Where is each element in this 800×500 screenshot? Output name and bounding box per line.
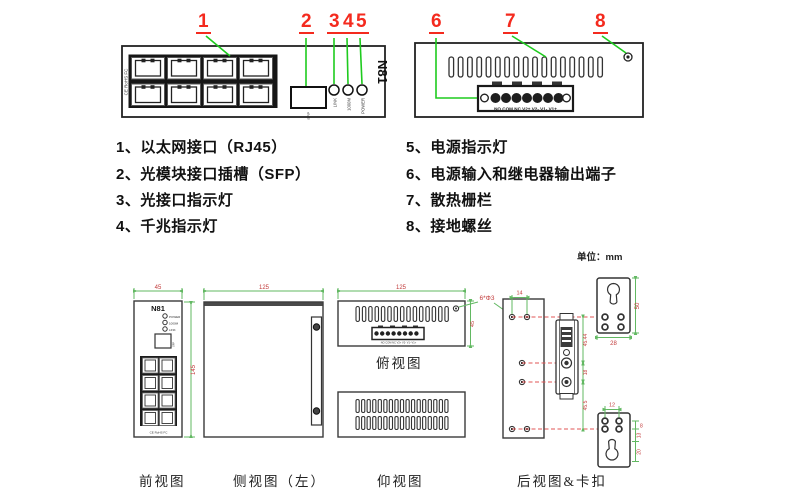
tv-vents [355,305,449,323]
sfp-slot [290,86,327,109]
ground-screw [623,52,633,62]
sfp-label: SFP [306,112,311,120]
model-label: N81 [375,60,390,84]
terminal-label: NO COM NC V2+ V2- V1- V1+ [494,107,557,112]
legend-item-5: 5、电源指示灯 [406,139,508,156]
fv-power-label: POWER [169,315,181,319]
front-view-label: 前视图 [139,474,186,489]
legend-item-2: 2、光模块接口插槽（SFP） [116,166,311,183]
link-led [328,84,340,96]
gigabit-led-label: 1000M [347,97,352,110]
fv-sfp-slot [154,333,172,349]
fv-link-label: LINK [169,328,176,332]
power-led [356,84,368,96]
din-clip-drawing [555,313,579,400]
plate-top-width-dim: 28 [610,341,617,347]
terminal-block: NO COM NC V2+ V2- V1- V1+ [476,81,575,113]
front-view-model: N81 [151,304,165,313]
rear-span-dim: 14 [516,291,522,297]
legend-item-7: 7、散热栅栏 [406,192,493,209]
front-panel-drawing: CE RoHS FC SFP LINK 1000M POWER N81 [121,45,390,120]
mounting-plate-top: 50 28 [595,276,641,347]
callout-2: 2 [299,11,314,34]
rear-mech-view-drawing: 14 [502,276,643,468]
top-depth-dim: 45 [470,321,476,327]
unit-label: 单位：mm [577,252,623,263]
hole-note: 6*Φ3 [480,295,495,302]
callout-3: 3 [327,11,342,34]
rear-dim-a: 45.44 [583,334,589,347]
bottom-view-label: 仰视图 [377,474,424,489]
mounting-plate-bottom: 12 8 13 20 [597,403,643,468]
callout-1: 1 [196,11,211,34]
fv-cert-text: CE RoHS FC [150,431,169,435]
callout-8: 8 [593,11,608,34]
heat-vents [448,56,604,78]
front-height-dim: 145 [191,364,197,375]
bottom-view-drawing [337,391,466,438]
link-led-label: LINK [333,98,338,108]
callout-5: 5 [354,11,369,34]
plate-bottom-width-dim: 12 [609,403,615,409]
legend-item-1: 1、以太网接口（RJ45） [116,139,287,156]
fv-sfp-label: SFP [172,342,176,347]
gigabit-led [342,84,354,96]
front-view-drawing: 45 145 N81 POWER 1000M LINK SFP CE RoHS … [133,285,197,438]
rear-panel-drawing: NO COM NC V2+ V2- V1- V1+ [414,42,644,118]
legend-item-8: 8、接地螺丝 [406,218,493,235]
plate-top-height-dim: 50 [635,302,641,309]
tv-terminal-block: NO COM NC V2+ V2- V1- V1+ [371,325,425,345]
front-width-dim: 45 [155,285,162,291]
plate-bottom-dim-b: 13 [637,433,643,439]
led-indicators: LINK 1000M POWER [328,84,368,114]
side-view-label: 侧视图（左） [233,474,326,489]
plate-bottom-dim-a: 8 [640,424,643,430]
legend-item-4: 4、千兆指示灯 [116,218,218,235]
callout-4: 4 [341,11,356,34]
side-view-drawing: 125 [203,285,324,438]
rear-dim-c: 45.5 [583,400,589,410]
top-view-label: 俯视图 [376,356,423,371]
tv-terminal-label: NO COM NC V2+ V2- V1- V1+ [381,341,417,345]
callout-6: 6 [429,11,444,34]
top-view-drawing: 125 45 NO [337,285,476,348]
legend-item-3: 3、光接口指示灯 [116,192,234,209]
rear-view-label: 后视图&卡扣 [517,474,608,489]
keyhole-slot [605,438,619,461]
legend-item-6: 6、电源输入和继电器输出端子 [406,166,617,183]
callout-7: 7 [503,11,518,34]
callout-leader-lines [205,35,627,99]
power-led-label: POWER [361,98,366,114]
side-width-dim: 125 [259,285,270,291]
top-width-dim: 125 [396,285,407,291]
keyhole-slot [606,282,621,305]
fv-1000m-label: 1000M [169,322,179,326]
din-rail [310,316,323,426]
cert-text: CE RoHS FC [124,68,129,96]
plate-bottom-dim-c: 20 [637,449,643,455]
rear-dim-b: 18 [583,370,589,376]
